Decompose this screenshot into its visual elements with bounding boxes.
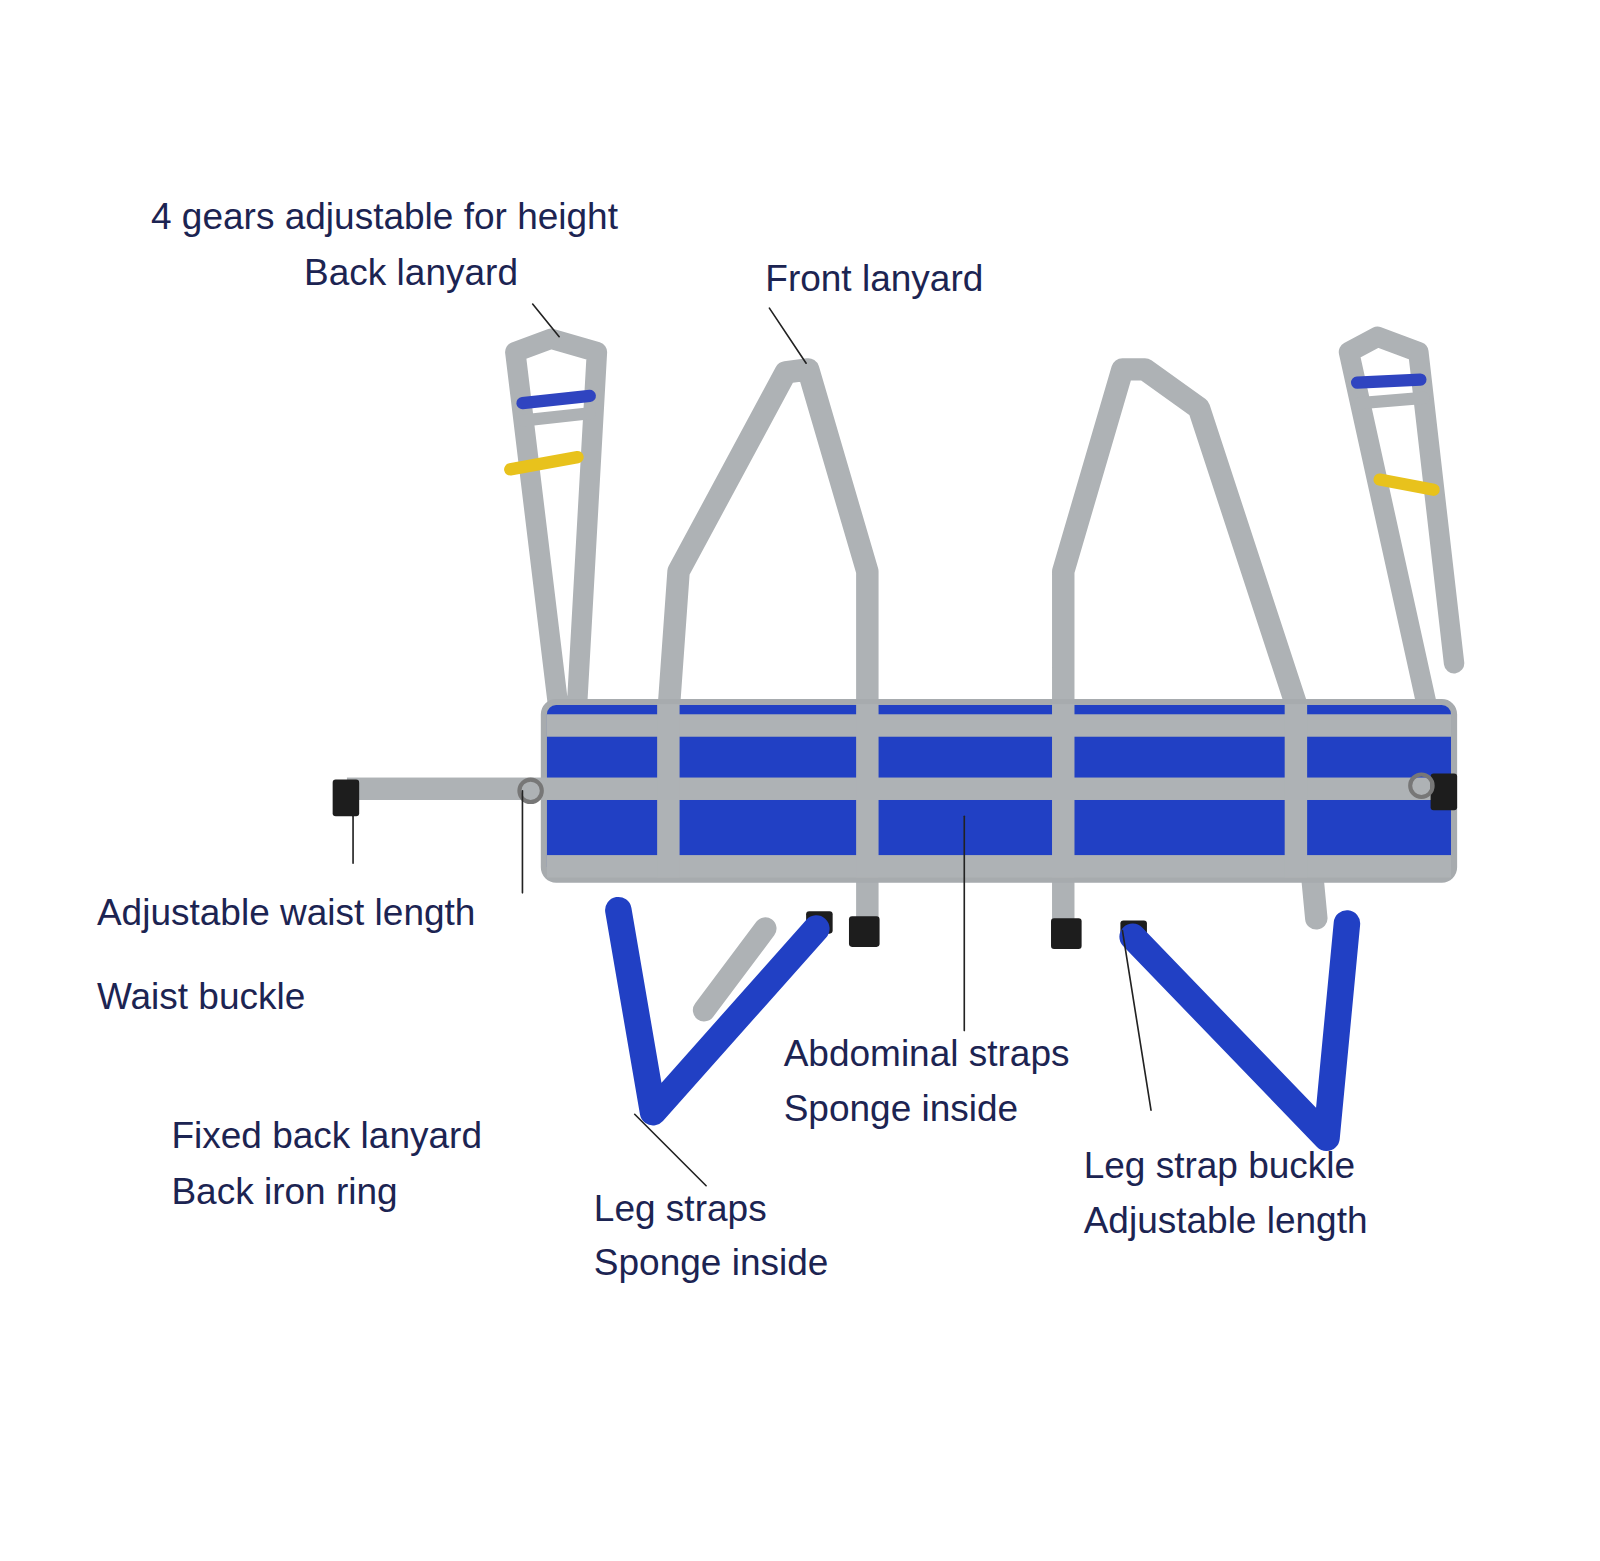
part-label: Front lanyard xyxy=(765,257,983,301)
leg-strap xyxy=(618,910,1347,1138)
part-label: 4 gears adjustable for height xyxy=(151,195,618,239)
part-label: Leg strap buckle xyxy=(1084,1144,1356,1188)
part-label: Sponge inside xyxy=(784,1087,1019,1131)
part-label: Back iron ring xyxy=(171,1170,397,1214)
back-lanyard xyxy=(1349,337,1454,704)
part-label: Leg straps xyxy=(594,1187,767,1231)
back-lanyard xyxy=(515,339,597,715)
part-label: Waist buckle xyxy=(97,975,305,1019)
leader-line xyxy=(353,304,1151,1186)
part-label: Adjustable length xyxy=(1084,1199,1368,1243)
part-label: Abdominal straps xyxy=(784,1032,1070,1076)
front-lanyard xyxy=(668,369,1316,1010)
part-label: Back lanyard xyxy=(304,251,518,295)
part-label: Sponge inside xyxy=(594,1241,829,1285)
part-label: Adjustable waist length xyxy=(97,891,475,935)
part-label: Fixed back lanyard xyxy=(171,1114,482,1158)
